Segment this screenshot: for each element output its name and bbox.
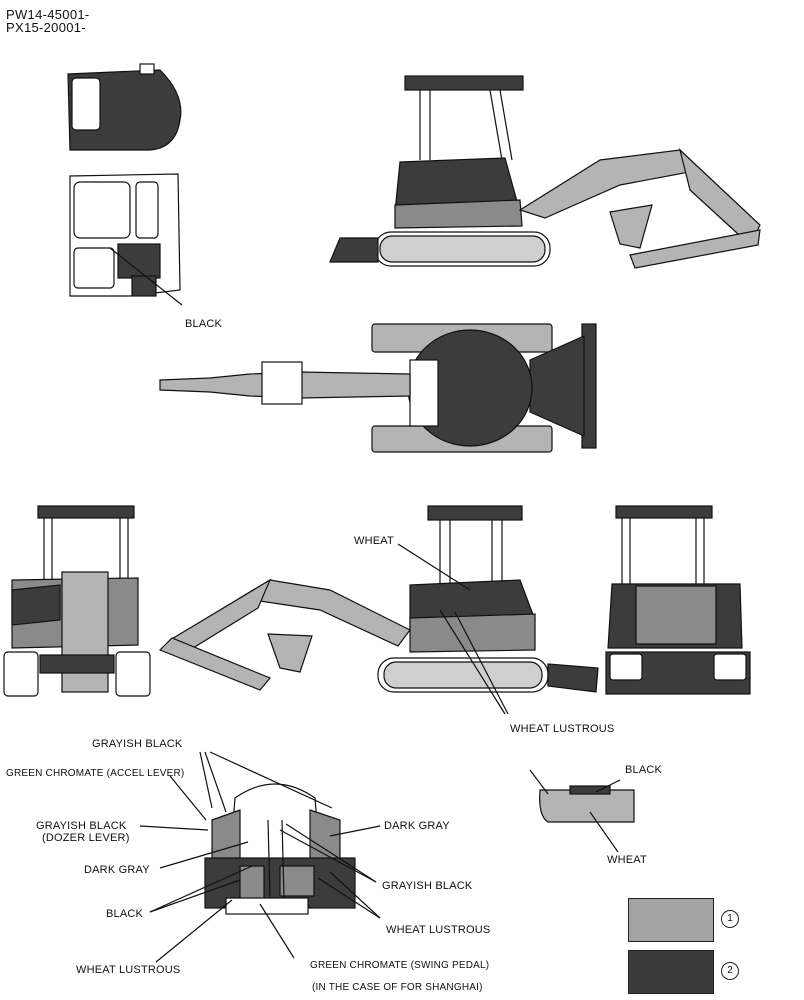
legend-swatch-2 bbox=[628, 950, 714, 994]
excavator-front-view bbox=[3, 505, 151, 697]
model-code-line-2: PX15-20001- bbox=[6, 20, 86, 35]
control-panel-detail bbox=[529, 769, 635, 853]
label-grayish-black-top: GRAYISH BLACK bbox=[92, 738, 183, 750]
excavator-side-view-bottom bbox=[158, 505, 599, 693]
cab-side-view bbox=[69, 173, 183, 306]
legend-number-1: 1 bbox=[721, 910, 739, 928]
model-code-line-1: PW14-45001- bbox=[6, 7, 90, 22]
legend-swatch-1 bbox=[628, 898, 714, 942]
label-grayish-black-dozer: GRAYISH BLACK bbox=[36, 820, 127, 832]
label-dark-gray-left: DARK GRAY bbox=[84, 864, 150, 876]
label-green-chromate-swing: GREEN CHROMATE (SWING PEDAL) bbox=[310, 960, 490, 971]
label-wheat-lustrous: WHEAT LUSTROUS bbox=[510, 723, 615, 735]
excavator-rear-view bbox=[605, 505, 751, 695]
excavator-top-view bbox=[159, 323, 597, 453]
label-dozer-lever: (DOZER LEVER) bbox=[42, 832, 130, 844]
label-green-chromate-accel: GREEN CHROMATE (ACCEL LEVER) bbox=[6, 768, 185, 779]
label-in-case-of-shanghai: (IN THE CASE OF FOR SHANGHAI) bbox=[312, 982, 483, 993]
label-grayish-black-right: GRAYISH BLACK bbox=[382, 880, 473, 892]
label-panel-wheat: WHEAT bbox=[607, 854, 647, 866]
excavator-side-view-top bbox=[329, 75, 761, 269]
operator-seat-detail bbox=[204, 783, 356, 915]
model-code-header: PW14-45001- PX15-20001- bbox=[6, 8, 90, 34]
label-black-cab: BLACK bbox=[185, 318, 223, 330]
label-wheat-lustrous-bottom: WHEAT LUSTROUS bbox=[76, 964, 181, 976]
label-panel-black: BLACK bbox=[625, 764, 663, 776]
cab-rear-view bbox=[67, 63, 182, 151]
label-dark-gray-right: DARK GRAY bbox=[384, 820, 450, 832]
legend-number-2: 2 bbox=[721, 962, 739, 980]
label-black-left: BLACK bbox=[106, 908, 144, 920]
label-wheat-lustrous-right: WHEAT LUSTROUS bbox=[386, 924, 491, 936]
label-wheat: WHEAT bbox=[354, 535, 394, 547]
